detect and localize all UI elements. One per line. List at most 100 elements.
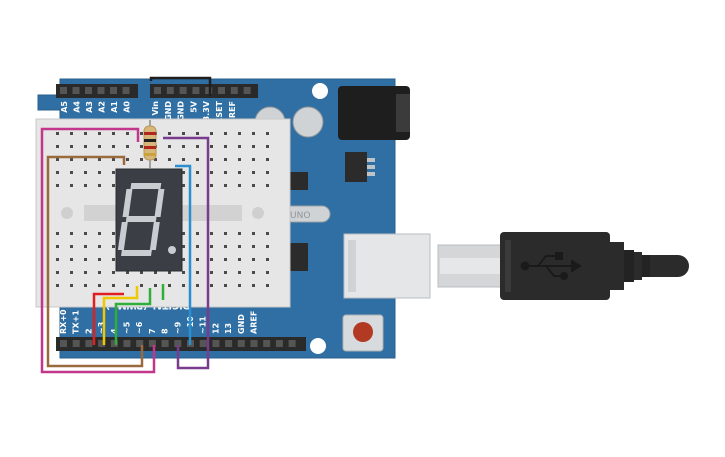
- breadboard-hole[interactable]: [84, 184, 87, 187]
- breadboard-hole[interactable]: [56, 158, 59, 161]
- wire-blue[interactable]: [175, 164, 192, 345]
- breadboard-hole[interactable]: [252, 258, 255, 261]
- breadboard-hole[interactable]: [182, 271, 185, 274]
- breadboard-hole[interactable]: [238, 184, 241, 187]
- header-pin[interactable]: [110, 87, 117, 94]
- breadboard-hole[interactable]: [98, 258, 101, 261]
- breadboard-hole[interactable]: [84, 271, 87, 274]
- breadboard-hole[interactable]: [140, 145, 143, 148]
- breadboard-hole[interactable]: [238, 171, 241, 174]
- breadboard-hole[interactable]: [196, 184, 199, 187]
- breadboard-hole[interactable]: [224, 271, 227, 274]
- breadboard-hole[interactable]: [98, 158, 101, 161]
- breadboard-hole[interactable]: [210, 258, 213, 261]
- seven-segment-display[interactable]: [115, 168, 183, 272]
- reset-button-cap[interactable]: [353, 322, 373, 342]
- breadboard-hole[interactable]: [252, 184, 255, 187]
- header-pin[interactable]: [205, 87, 213, 94]
- header-pin[interactable]: [136, 340, 144, 347]
- breadboard-hole[interactable]: [56, 145, 59, 148]
- breadboard-hole[interactable]: [266, 245, 269, 248]
- breadboard-hole[interactable]: [140, 158, 143, 161]
- header-pin[interactable]: [174, 340, 182, 347]
- breadboard-hole[interactable]: [98, 171, 101, 174]
- breadboard-hole[interactable]: [196, 158, 199, 161]
- breadboard-hole[interactable]: [224, 258, 227, 261]
- breadboard-hole[interactable]: [154, 284, 157, 287]
- breadboard-hole[interactable]: [252, 171, 255, 174]
- breadboard-hole[interactable]: [112, 171, 115, 174]
- breadboard-hole[interactable]: [70, 258, 73, 261]
- breadboard-hole[interactable]: [210, 132, 213, 135]
- header-pin[interactable]: [250, 340, 258, 347]
- header-pin[interactable]: [161, 340, 169, 347]
- breadboard-hole[interactable]: [210, 245, 213, 248]
- breadboard-hole[interactable]: [224, 158, 227, 161]
- breadboard-hole[interactable]: [266, 145, 269, 148]
- breadboard-hole[interactable]: [154, 271, 157, 274]
- breadboard-hole[interactable]: [70, 232, 73, 235]
- header-pin[interactable]: [110, 340, 118, 347]
- breadboard-hole[interactable]: [238, 145, 241, 148]
- breadboard-hole[interactable]: [252, 158, 255, 161]
- wire-green[interactable]: [114, 288, 152, 345]
- breadboard-hole[interactable]: [210, 232, 213, 235]
- breadboard-hole[interactable]: [84, 245, 87, 248]
- header-pin[interactable]: [154, 87, 161, 94]
- header-pin[interactable]: [97, 87, 105, 94]
- wire-purple[interactable]: [163, 136, 210, 370]
- header-pin[interactable]: [199, 340, 207, 347]
- breadboard-hole[interactable]: [266, 232, 269, 235]
- breadboard-hole[interactable]: [266, 271, 269, 274]
- breadboard-hole[interactable]: [252, 132, 255, 135]
- header-pin[interactable]: [243, 87, 251, 94]
- breadboard-hole[interactable]: [224, 132, 227, 135]
- breadboard-hole[interactable]: [266, 132, 269, 135]
- breadboard-hole[interactable]: [210, 271, 213, 274]
- breadboard-hole[interactable]: [252, 284, 255, 287]
- header-pin[interactable]: [122, 87, 130, 94]
- breadboard-hole[interactable]: [56, 171, 59, 174]
- breadboard-hole[interactable]: [196, 284, 199, 287]
- breadboard-hole[interactable]: [84, 145, 87, 148]
- breadboard-hole[interactable]: [98, 145, 101, 148]
- breadboard-hole[interactable]: [182, 158, 185, 161]
- breadboard-hole[interactable]: [182, 284, 185, 287]
- breadboard-hole[interactable]: [266, 158, 269, 161]
- header-pin[interactable]: [225, 340, 233, 347]
- header-pin[interactable]: [148, 340, 156, 347]
- breadboard-hole[interactable]: [196, 145, 199, 148]
- breadboard-hole[interactable]: [98, 184, 101, 187]
- header-pin[interactable]: [60, 340, 67, 347]
- breadboard-hole[interactable]: [140, 284, 143, 287]
- breadboard-hole[interactable]: [266, 171, 269, 174]
- breadboard-hole[interactable]: [168, 284, 171, 287]
- breadboard-hole[interactable]: [84, 284, 87, 287]
- header-pin[interactable]: [72, 87, 80, 94]
- breadboard-hole[interactable]: [84, 232, 87, 235]
- usb-cable[interactable]: [437, 232, 689, 300]
- breadboard-hole[interactable]: [196, 271, 199, 274]
- breadboard-hole[interactable]: [70, 271, 73, 274]
- header-pin[interactable]: [212, 340, 220, 347]
- breadboard-hole[interactable]: [140, 271, 143, 274]
- breadboard-hole[interactable]: [210, 145, 213, 148]
- breadboard-hole[interactable]: [252, 145, 255, 148]
- header-pin[interactable]: [288, 340, 296, 347]
- breadboard-hole[interactable]: [98, 284, 101, 287]
- breadboard-hole[interactable]: [238, 158, 241, 161]
- header-pin[interactable]: [72, 340, 80, 347]
- breadboard-hole[interactable]: [182, 184, 185, 187]
- breadboard-hole[interactable]: [112, 132, 115, 135]
- breadboard-hole[interactable]: [238, 132, 241, 135]
- breadboard-hole[interactable]: [126, 271, 129, 274]
- breadboard-hole[interactable]: [210, 184, 213, 187]
- breadboard-hole[interactable]: [98, 232, 101, 235]
- header-pin[interactable]: [85, 87, 92, 94]
- breadboard-hole[interactable]: [84, 132, 87, 135]
- breadboard-hole[interactable]: [238, 232, 241, 235]
- header-pin[interactable]: [60, 87, 67, 94]
- breadboard-hole[interactable]: [126, 158, 129, 161]
- header-pin[interactable]: [230, 87, 238, 94]
- wire-black[interactable]: [149, 76, 212, 96]
